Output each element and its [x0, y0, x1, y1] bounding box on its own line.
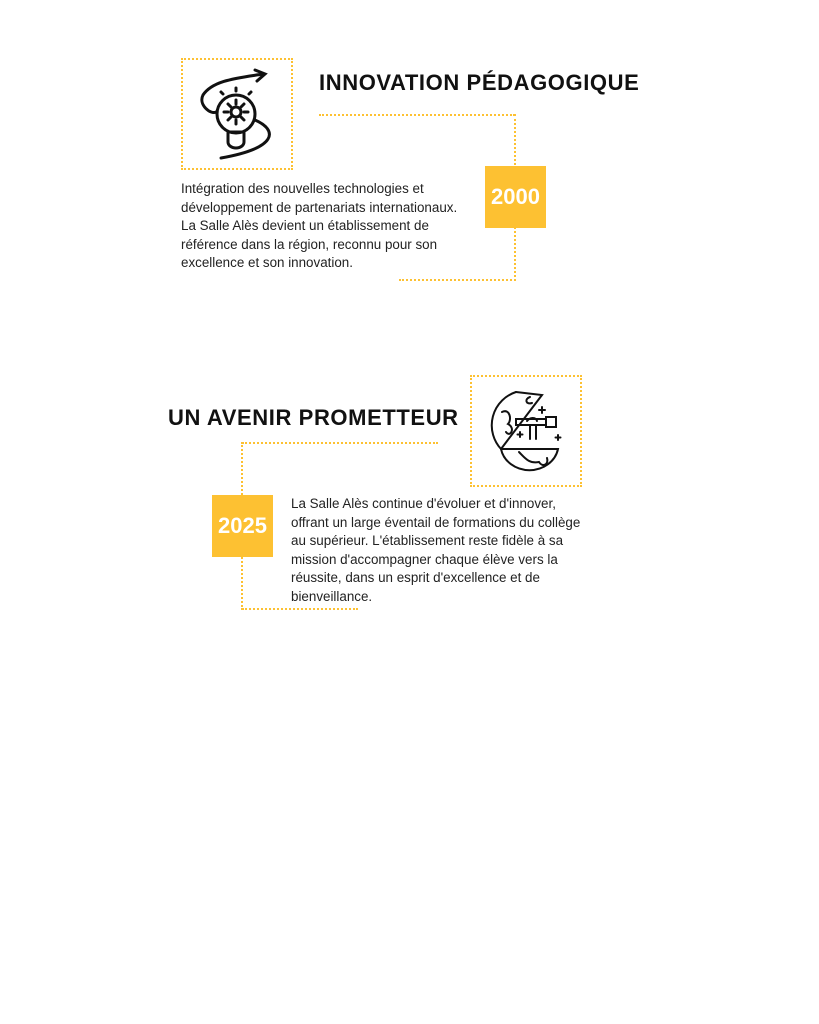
text-line: au supérieur. L'établissement reste fidè…: [291, 533, 564, 549]
section-description: Intégration des nouvelles technologies e…: [181, 180, 457, 273]
text-line: mission d'accompagner chaque élève vers …: [291, 551, 558, 567]
text-line: offrant un large éventail de formations …: [291, 514, 581, 530]
globe-telescope-icon: [490, 391, 562, 472]
text-line: réussite, dans un esprit d'excellence et…: [291, 570, 540, 586]
timeline-connector: [399, 279, 516, 281]
text-line: référence dans la région, reconnu pour s…: [181, 236, 438, 252]
timeline-connector: [319, 114, 515, 116]
text-line: La Salle Alès devient un établissement d…: [181, 218, 429, 234]
text-line: La Salle Alès continue d'évoluer et d'in…: [291, 496, 556, 511]
timeline-connector: [242, 608, 358, 610]
year-badge: 2000: [485, 166, 546, 228]
future-icon-box: [470, 375, 582, 487]
section-description: La Salle Alès continue d'évoluer et d'in…: [291, 495, 580, 607]
innovation-icon-box: [181, 58, 293, 170]
section-title: INNOVATION PÉDAGOGIQUE: [319, 70, 640, 95]
text-line: bienveillance.: [291, 588, 373, 604]
lightbulb-gear-icon: [200, 68, 271, 160]
year-badge: 2025: [212, 495, 273, 557]
text-line: excellence et son innovation.: [181, 255, 353, 271]
section-title: UN AVENIR PROMETTEUR: [168, 405, 459, 430]
text-line: Intégration des nouvelles technologies e…: [181, 181, 424, 196]
text-line: développement de partenariats internatio…: [181, 199, 458, 215]
timeline-connector: [242, 442, 438, 444]
